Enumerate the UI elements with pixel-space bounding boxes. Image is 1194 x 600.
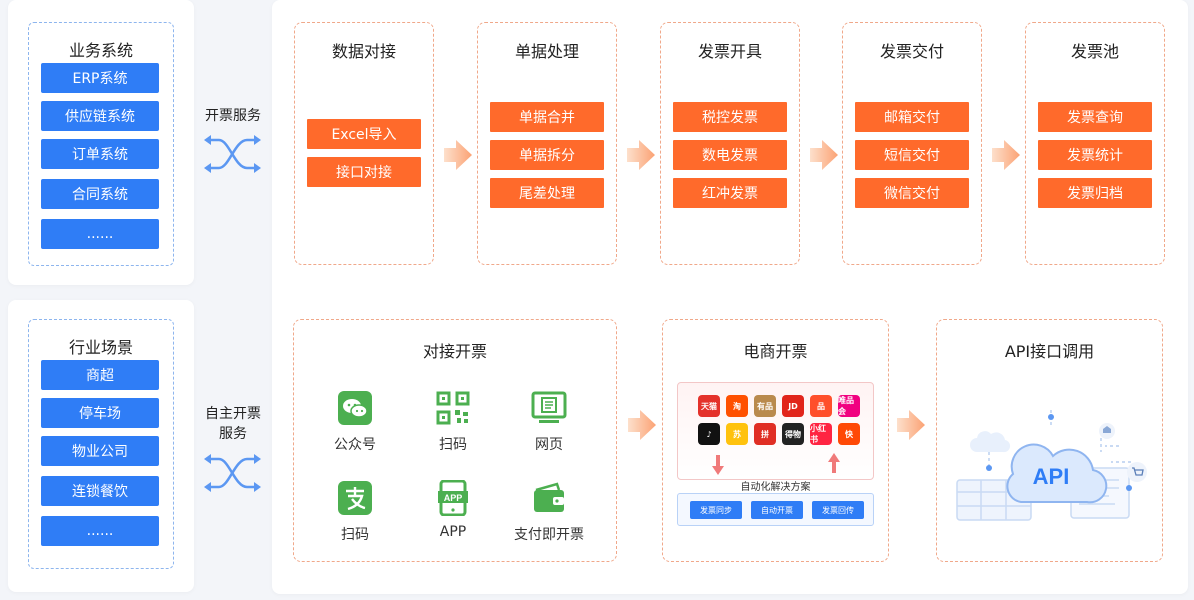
invoice-service-label: 开票服务 [205,108,261,124]
webpage-icon [531,391,567,423]
pay-to-invoice-feature[interactable]: 支付即开票 [504,480,594,544]
platform-logo-icon: 淘 [726,395,748,417]
platform-logo-icon: 天猫 [698,395,720,417]
sms-delivery-button[interactable]: 短信交付 [855,140,969,170]
chain-restaurant-button[interactable]: 连锁餐饮 [41,476,159,506]
wechat-icon [338,391,372,425]
api-call-title: API接口调用 [1004,342,1095,361]
invoice-pool-card: 发票池 发票查询 发票统计 发票归档 [1025,22,1165,265]
webpage-feature-label: 网页 [535,437,563,453]
platform-logo-icon: 小红书 [810,423,832,445]
property-company-button[interactable]: 物业公司 [41,436,159,466]
platform-logo-icon: 唯品会 [838,395,860,417]
red-invoice-button[interactable]: 红冲发票 [673,178,787,208]
wechat-feature-label: 公众号 [334,437,376,453]
webpage-feature[interactable]: 网页 [504,390,594,454]
data-integration-title: 数据对接 [331,42,396,61]
api-call-card: API接口调用 API [936,319,1163,562]
platform-logo-icon: ♪ [698,423,720,445]
business-systems-title: 业务系统 [68,41,133,60]
ecommerce-platforms-box: 天猫淘有品 JD 品唯品会 ♪ 苏拼得物小红书快 [677,382,874,480]
automation-actions-bar: 发票同步 自动开票 发票回传 [677,493,874,526]
connect-invoicing-title: 对接开票 [422,342,487,361]
industry-scenarios-panel: 行业场景 商超 停车场 物业公司 连锁餐饮 ...... [8,300,194,592]
flow-arrow-icon [628,410,656,440]
platform-logo-icon: 拼 [754,423,776,445]
flow-arrow-icon [810,140,838,170]
invoice-statistics-button[interactable]: 发票统计 [1038,140,1152,170]
platform-logo-icon: 得物 [782,423,804,445]
api-cloud-illustration [956,410,1147,521]
supply-chain-system-button[interactable]: 供应链系统 [41,101,159,131]
scan-qr-feature-label: 扫码 [439,437,467,453]
shuffle-arrows-icon [204,454,261,492]
industry-scenarios-title: 行业场景 [68,338,133,357]
flow-arrow-icon [444,140,472,170]
platform-logo-icon: JD [782,395,804,417]
wechat-delivery-button[interactable]: 微信交付 [855,178,969,208]
alipay-scan-feature-label: 扫码 [341,527,369,543]
connect-invoicing-card: 对接开票 公众号 扫码 网页 [293,319,617,562]
more-systems-button[interactable]: ...... [41,219,159,249]
flow-arrow-icon [627,140,655,170]
self-service-invoice-label: 自主开票 服务 [205,406,261,442]
automation-solution-label: 自动化解决方案 [740,482,811,493]
invoice-delivery-card: 发票交付 邮箱交付 短信交付 微信交付 [842,22,982,265]
supermarket-button[interactable]: 商超 [41,360,159,390]
tax-control-invoice-button[interactable]: 税控发票 [673,102,787,132]
alipay-icon [338,481,372,515]
business-systems-panel: 业务系统 ERP系统 供应链系统 订单系统 合同系统 ...... [8,0,194,285]
invoice-delivery-title: 发票交付 [879,42,944,61]
rounding-difference-button[interactable]: 尾差处理 [490,178,604,208]
platform-logo-icon: 苏 [726,423,748,445]
invoice-issuing-card: 发票开具 税控发票 数电发票 红冲发票 [660,22,800,265]
pay-to-invoice-feature-label: 支付即开票 [514,527,584,543]
platform-logo-icon: 快 [838,423,860,445]
digital-invoice-button[interactable]: 数电发票 [673,140,787,170]
app-feature-label: APP [439,524,467,540]
flow-arrow-icon [992,140,1020,170]
auto-invoice-button[interactable]: 自动开票 [751,501,803,519]
invoice-issuing-title: 发票开具 [697,42,762,61]
alipay-scan-feature[interactable]: 扫码 [310,480,400,544]
data-integration-card: 数据对接 Excel导入 接口对接 [294,22,434,265]
excel-import-button[interactable]: Excel导入 [307,119,421,149]
contract-system-button[interactable]: 合同系统 [41,179,159,209]
invoice-return-button[interactable]: 发票回传 [812,501,864,519]
ecommerce-invoicing-card: 电商开票 天猫淘有品 JD 品唯品会 ♪ 苏拼得物小红书快 自动化解决方案 发票同步 自… [662,319,889,562]
document-processing-card: 单据处理 单据合并 单据拆分 尾差处理 [477,22,617,265]
order-system-button[interactable]: 订单系统 [41,139,159,169]
erp-system-button[interactable]: ERP系统 [41,63,159,93]
svg-text:APP: APP [444,493,463,503]
scan-qr-feature[interactable]: 扫码 [408,390,498,454]
industry-scenarios-group: 行业场景 商超 停车场 物业公司 连锁餐饮 ...... [28,319,174,569]
up-arrow-icon [828,453,840,473]
wallet-icon [534,482,564,512]
split-documents-button[interactable]: 单据拆分 [490,140,604,170]
document-processing-title: 单据处理 [514,42,579,61]
invoice-query-button[interactable]: 发票查询 [1038,102,1152,132]
app-feature[interactable]: APP APP [408,480,498,540]
shuffle-arrows-icon [204,135,261,173]
flow-arrow-icon [897,410,925,440]
app-icon: APP [438,480,468,516]
qr-code-icon [436,391,470,425]
business-systems-group: 业务系统 ERP系统 供应链系统 订单系统 合同系统 ...... [28,22,174,266]
invoice-sync-button[interactable]: 发票同步 [690,501,742,519]
platform-logo-icon: 品 [810,395,832,417]
ecommerce-invoicing-title: 电商开票 [743,342,808,361]
api-integration-button[interactable]: 接口对接 [307,157,421,187]
email-delivery-button[interactable]: 邮箱交付 [855,102,969,132]
invoice-pool-title: 发票池 [1070,42,1119,61]
wechat-official-account-feature[interactable]: 公众号 [310,390,400,454]
invoice-archive-button[interactable]: 发票归档 [1038,178,1152,208]
down-arrow-icon [712,455,724,475]
more-scenarios-button[interactable]: ...... [41,516,159,546]
merge-documents-button[interactable]: 单据合并 [490,102,604,132]
platform-logo-icon: 有品 [754,395,776,417]
api-badge: API [1032,464,1070,489]
parking-lot-button[interactable]: 停车场 [41,398,159,428]
